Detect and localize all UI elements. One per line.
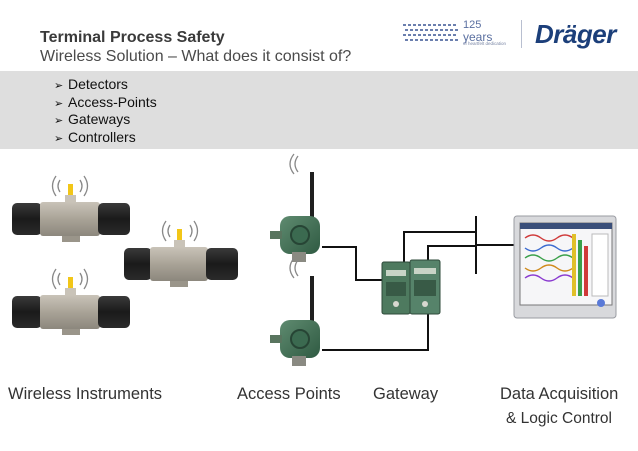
gas-detector-icon — [12, 175, 130, 242]
bullet-band — [0, 71, 638, 149]
wireless-signal-icon — [51, 268, 89, 290]
caption-data-acquisition: Data Acquisition — [500, 385, 619, 403]
gas-detector-icon — [12, 268, 130, 335]
slide-title: Terminal Process Safety — [40, 29, 225, 46]
gas-detector-icon — [124, 220, 238, 287]
bullet-access-points: ➢ Access-Points — [54, 94, 157, 110]
slide-subtitle: Wireless Solution – What does it consist… — [40, 48, 352, 65]
arrow-bullet-icon: ➢ — [54, 115, 64, 127]
bullet-label: Detectors — [68, 76, 128, 92]
anniversary-number: 125 — [463, 19, 482, 31]
brand-logo: Dräger — [535, 19, 616, 49]
arrow-bullet-icon: ➢ — [54, 80, 64, 92]
anniversary-word: years — [463, 30, 493, 44]
caption-logic-control: & Logic Control — [506, 410, 612, 427]
bullet-gateways: ➢ Gateways — [54, 111, 130, 127]
caption-wireless-instruments: Wireless Instruments — [8, 385, 163, 403]
bullet-detectors: ➢ Detectors — [54, 76, 128, 92]
anniversary-tagline: of heartfelt dedication — [463, 41, 507, 46]
access-point-icon — [270, 153, 320, 262]
gateway-icon — [381, 259, 441, 315]
wireless-system-diagram — [12, 153, 617, 366]
arrow-bullet-icon: ➢ — [54, 98, 64, 110]
wiring — [322, 216, 515, 351]
bullet-label: Controllers — [68, 129, 136, 145]
logo-divider — [521, 20, 522, 48]
caption-access-points: Access Points — [237, 385, 341, 403]
bullet-label: Access-Points — [68, 94, 157, 110]
access-point-icon — [270, 257, 320, 366]
caption-gateway: Gateway — [373, 385, 439, 403]
arrow-bullet-icon: ➢ — [54, 133, 64, 145]
dot-pattern-icon — [403, 24, 458, 41]
wireless-signal-icon — [51, 175, 89, 197]
wireless-signal-icon — [289, 257, 299, 279]
wireless-signal-icon — [289, 153, 299, 175]
bullet-controllers: ➢ Controllers — [54, 129, 136, 145]
bullet-label: Gateways — [68, 111, 131, 127]
wireless-signal-icon — [161, 220, 199, 242]
data-recorder-icon — [513, 215, 617, 319]
